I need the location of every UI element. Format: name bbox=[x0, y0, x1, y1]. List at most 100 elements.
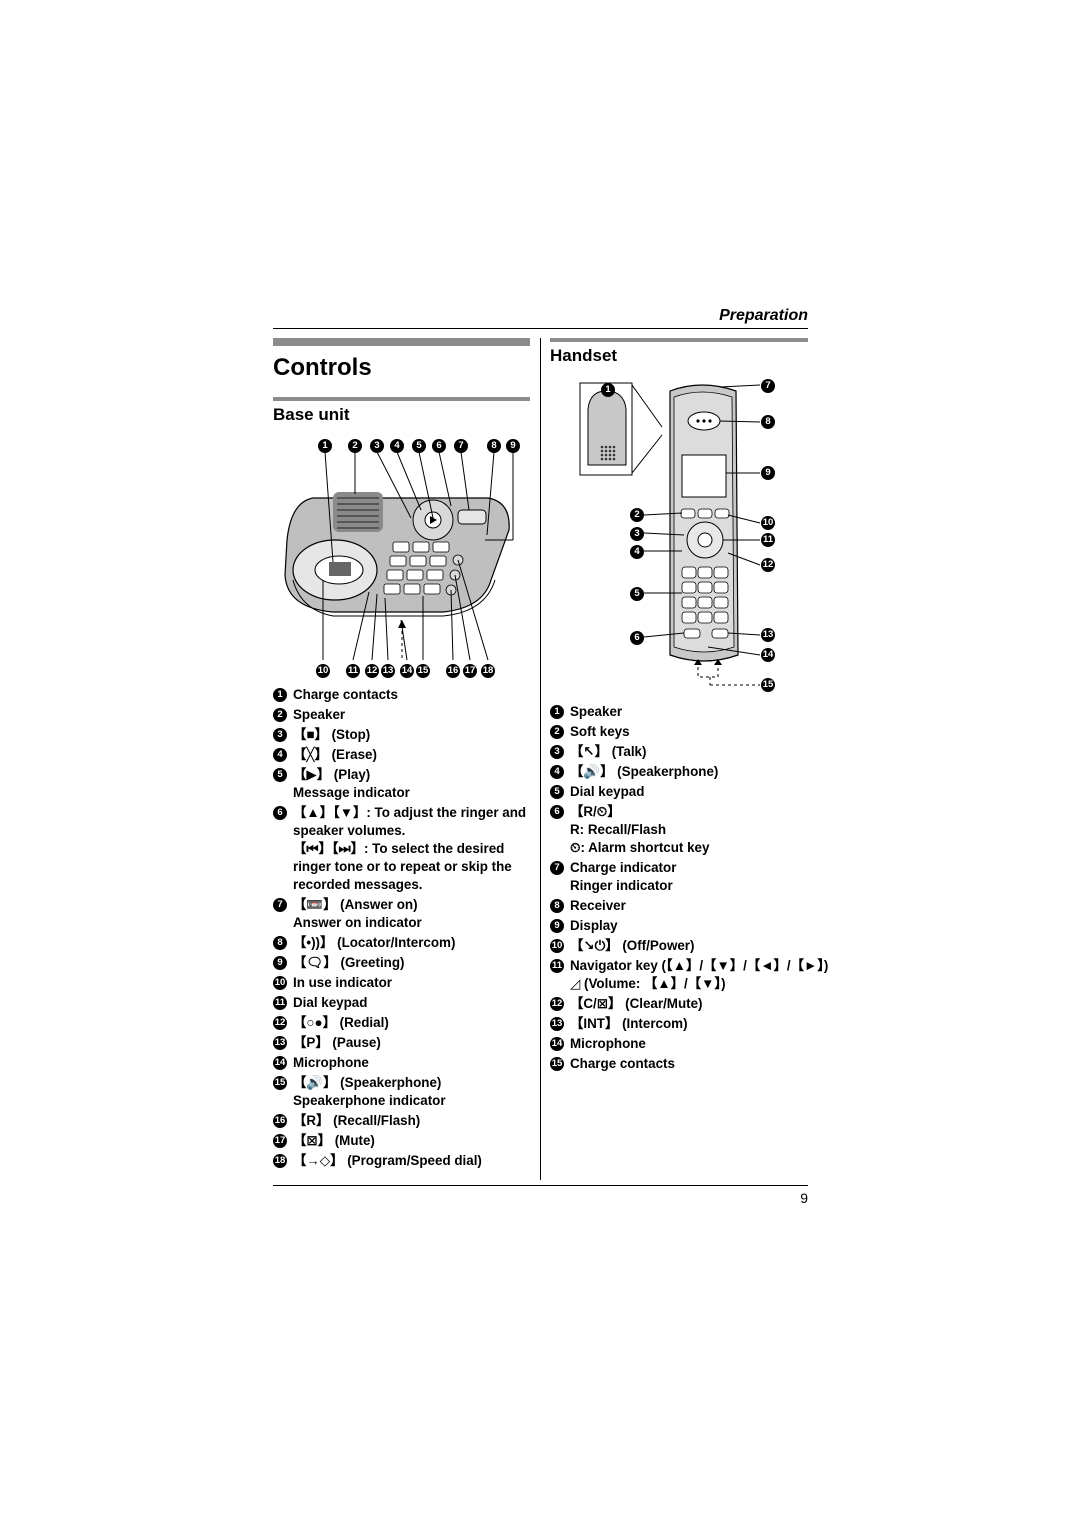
base-item-text: Speakerphone indicator bbox=[293, 1093, 446, 1108]
handset-item-number: 11 bbox=[550, 959, 564, 973]
handset-drawing bbox=[579, 382, 761, 686]
base-item-number: 8 bbox=[273, 936, 287, 950]
base-unit-illustration bbox=[273, 430, 530, 685]
handset-callout-5: 5 bbox=[630, 587, 644, 601]
base-item-17: 17【⊠】 (Mute) bbox=[273, 1132, 535, 1150]
base-item-number: 15 bbox=[273, 1076, 287, 1090]
base-callout-5: 5 bbox=[412, 439, 426, 453]
handset-item-text: 【↖】 (Talk) bbox=[570, 744, 647, 759]
handset-item-number: 8 bbox=[550, 899, 564, 913]
handset-item-number: 4 bbox=[550, 765, 564, 779]
page-title: Controls bbox=[273, 354, 372, 381]
base-callout-2: 2 bbox=[348, 439, 362, 453]
base-unit-drawing bbox=[284, 451, 514, 661]
handset-callout-12: 12 bbox=[761, 558, 775, 572]
handset-item-number: 7 bbox=[550, 861, 564, 875]
handset-callout-13: 13 bbox=[761, 628, 775, 642]
base-item-number: 5 bbox=[273, 768, 287, 782]
base-item-4: 4【╳】 (Erase) bbox=[273, 746, 535, 764]
base-item-7: 7【📼】 (Answer on)Answer on indicator bbox=[273, 896, 535, 932]
base-item-text: 【○●】 (Redial) bbox=[293, 1015, 389, 1030]
base-item-16: 16【R】 (Recall/Flash) bbox=[273, 1112, 535, 1130]
base-item-text: ringer tone or to repeat or skip the bbox=[293, 859, 512, 874]
base-item-9: 9 【🗨】 (Greeting) bbox=[273, 954, 535, 972]
handset-item-number: 6 bbox=[550, 805, 564, 819]
handset-item-text: Charge contacts bbox=[570, 1056, 675, 1071]
handset-item-text: Dial keypad bbox=[570, 784, 645, 799]
base-callout-15: 15 bbox=[416, 664, 430, 678]
handset-callout-15: 15 bbox=[761, 678, 775, 692]
handset-item-number: 3 bbox=[550, 745, 564, 759]
handset-item-text: 【INT】 (Intercom) bbox=[570, 1016, 688, 1031]
handset-item-15: 15 Charge contacts bbox=[550, 1055, 808, 1073]
footer-rule bbox=[273, 1185, 808, 1186]
base-item-15: 15【🔊】 (Speakerphone)Speakerphone indicat… bbox=[273, 1074, 535, 1110]
base-callout-17: 17 bbox=[463, 664, 477, 678]
base-item-number: 16 bbox=[273, 1114, 287, 1128]
handset-item-text: ⏲: Alarm shortcut key bbox=[570, 840, 710, 855]
handset-callout-4: 4 bbox=[630, 545, 644, 559]
handset-item-3: 3 【↖】 (Talk) bbox=[550, 743, 808, 761]
base-item-text: 【🗨】 (Greeting) bbox=[293, 955, 405, 970]
handset-item-12: 12【C/⊠】 (Clear/Mute) bbox=[550, 995, 808, 1013]
handset-item-number: 5 bbox=[550, 785, 564, 799]
handset-item-number: 2 bbox=[550, 725, 564, 739]
handset-item-8: 8 Receiver bbox=[550, 897, 808, 915]
handset-item-number: 13 bbox=[550, 1017, 564, 1031]
handset-item-text: 【R/⏲】 bbox=[570, 804, 621, 819]
base-item-text: 【⏮】【⏭】: To select the desired bbox=[293, 841, 505, 856]
handset-callout-7: 7 bbox=[761, 379, 775, 393]
base-item-text: 【•))】 (Locator/Intercom) bbox=[293, 935, 456, 950]
handset-item-text: Receiver bbox=[570, 898, 626, 913]
base-callout-18: 18 bbox=[481, 664, 495, 678]
base-item-text: 【P】 (Pause) bbox=[293, 1035, 381, 1050]
base-item-number: 1 bbox=[273, 688, 287, 702]
base-item-text: recorded messages. bbox=[293, 877, 423, 892]
handset-callout-6: 6 bbox=[630, 631, 644, 645]
base-item-number: 18 bbox=[273, 1154, 287, 1168]
handset-item-number: 15 bbox=[550, 1057, 564, 1071]
handset-item-text: R: Recall/Flash bbox=[570, 822, 666, 837]
base-item-text: Dial keypad bbox=[293, 995, 368, 1010]
handset-item-text: Display bbox=[570, 918, 618, 933]
handset-callout-2: 2 bbox=[630, 508, 644, 522]
base-callout-12: 12 bbox=[365, 664, 379, 678]
base-callout-11: 11 bbox=[346, 664, 360, 678]
section-header: Preparation bbox=[719, 307, 808, 324]
handset-item-10: 10【↘⏻】 (Off/Power) bbox=[550, 937, 808, 955]
handset-illustration bbox=[560, 375, 790, 695]
handset-item-6: 6 【R/⏲】 R: Recall/Flash ⏲: Alarm shortcut k… bbox=[550, 803, 808, 857]
base-unit-bar bbox=[273, 397, 530, 401]
handset-item-4: 4【🔊】 (Speakerphone) bbox=[550, 763, 808, 781]
base-unit-heading: Base unit bbox=[273, 405, 350, 424]
handset-item-text: 【↘⏻】 (Off/Power) bbox=[570, 938, 695, 953]
base-item-number: 9 bbox=[273, 956, 287, 970]
base-item-text: 【▲】【▼】: To adjust the ringer and bbox=[293, 805, 527, 820]
handset-callout-3: 3 bbox=[630, 527, 644, 541]
base-callout-8: 8 bbox=[487, 439, 501, 453]
page-number: 9 bbox=[800, 1190, 808, 1206]
base-item-number: 14 bbox=[273, 1056, 287, 1070]
handset-callout-10: 10 bbox=[761, 516, 775, 530]
handset-item-text: Ringer indicator bbox=[570, 878, 673, 893]
handset-item-9: 9 Display bbox=[550, 917, 808, 935]
handset-callout-14: 14 bbox=[761, 648, 775, 662]
handset-callout-11: 11 bbox=[761, 533, 775, 547]
base-item-12: 12【○●】 (Redial) bbox=[273, 1014, 535, 1032]
handset-item-number: 9 bbox=[550, 919, 564, 933]
base-callout-6: 6 bbox=[432, 439, 446, 453]
handset-item-text: Speaker bbox=[570, 704, 623, 719]
handset-item-13: 13 【INT】 (Intercom) bbox=[550, 1015, 808, 1033]
base-item-13: 13【P】 (Pause) bbox=[273, 1034, 535, 1052]
